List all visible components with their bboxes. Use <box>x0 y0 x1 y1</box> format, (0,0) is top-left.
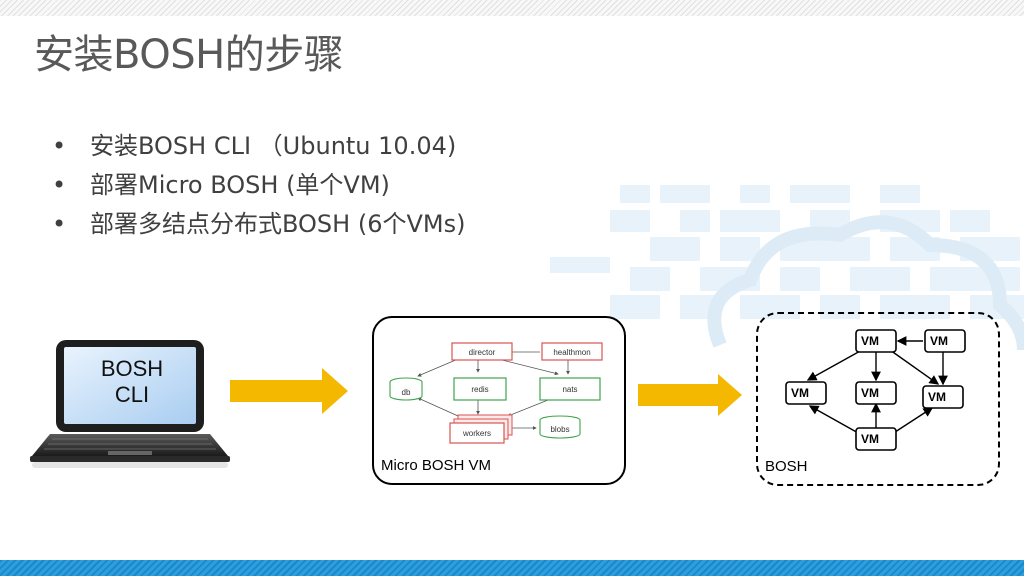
top-decorative-stripe <box>0 0 1024 16</box>
nats-label: nats <box>562 385 577 394</box>
laptop-label-line2: CLI <box>114 382 150 407</box>
bottom-decorative-bar <box>0 560 1024 576</box>
arrow-right-icon <box>230 368 348 414</box>
arrow-right-icon <box>638 374 742 416</box>
node-healthmon: healthmon <box>541 342 603 361</box>
bullet-marker: • <box>52 132 67 160</box>
healthmon-label: healthmon <box>553 348 590 357</box>
bullet-text: 部署多结点分布式BOSH (6个VMs) <box>90 210 466 238</box>
bullet-item: • 部署多结点分布式BOSH (6个VMs) <box>52 206 465 245</box>
vm-node: VM <box>855 381 897 405</box>
micro-bosh-vm-label: Micro BOSH VM <box>381 457 492 474</box>
vm-label: VM <box>930 334 948 348</box>
vm-node: VM <box>922 385 964 409</box>
bullet-item: • 安装BOSH CLI （Ubuntu 10.04) <box>52 128 465 167</box>
workers-label: workers <box>462 429 491 438</box>
node-director: director <box>451 342 513 361</box>
node-nats: nats <box>539 377 601 401</box>
node-workers: workers <box>449 414 513 444</box>
vm-node: VM <box>855 329 897 353</box>
vm-label: VM <box>861 334 879 348</box>
bosh-vm-cluster-diagram: VM VM VM VM VM VM <box>785 329 966 451</box>
director-label: director <box>469 348 496 357</box>
bullet-list: • 安装BOSH CLI （Ubuntu 10.04) • 部署Micro BO… <box>52 128 465 245</box>
vm-node: VM <box>855 427 897 451</box>
vm-label: VM <box>928 390 946 404</box>
vm-label: VM <box>861 386 879 400</box>
background-cloud-graphic <box>550 185 1024 351</box>
bullet-text: 部署Micro BOSH (单个VM) <box>90 171 390 199</box>
bullet-marker: • <box>52 210 67 238</box>
vm-label: VM <box>861 432 879 446</box>
blobs-label: blobs <box>550 425 569 434</box>
laptop-icon <box>30 340 230 468</box>
slide-title: 安装BOSH的步骤 <box>34 32 344 78</box>
node-db: db <box>389 377 423 401</box>
vm-node: VM <box>924 329 966 353</box>
vm-node: VM <box>785 381 827 405</box>
db-label: db <box>402 388 411 397</box>
micro-bosh-component-diagram: director healthmon db redis nats workers… <box>389 342 603 444</box>
laptop-screen-label: BOSH CLI <box>60 356 204 408</box>
bosh-cluster-label: BOSH <box>765 458 808 475</box>
vm-label: VM <box>791 386 809 400</box>
redis-label: redis <box>471 385 488 394</box>
bosh-cluster-box <box>756 312 1000 486</box>
laptop-label-line1: BOSH <box>100 356 164 381</box>
node-blobs: blobs <box>539 415 581 439</box>
bullet-marker: • <box>52 171 67 199</box>
node-redis: redis <box>453 377 507 401</box>
bullet-text: 安装BOSH CLI （Ubuntu 10.04) <box>90 132 457 160</box>
bullet-item: • 部署Micro BOSH (单个VM) <box>52 167 465 206</box>
